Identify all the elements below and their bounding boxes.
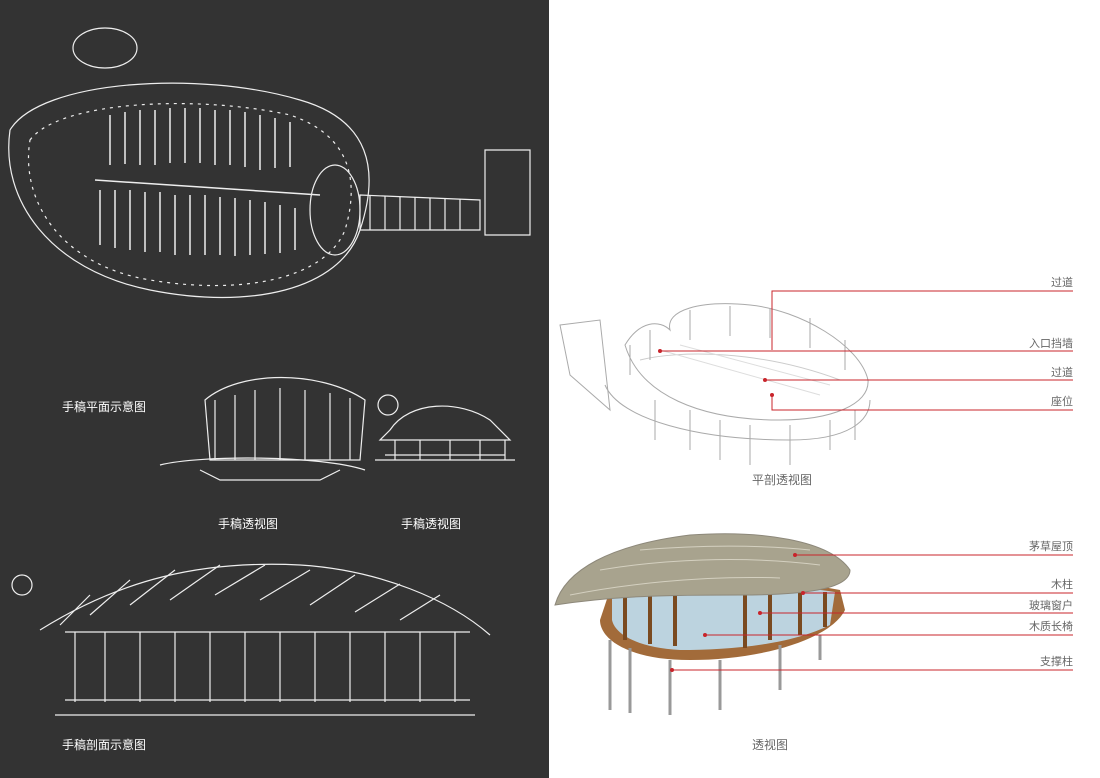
section-perspective-caption: 平剖透视图	[752, 473, 813, 487]
label-glass-window: 玻璃窗户	[1029, 599, 1073, 612]
perspective-sketch-1-caption: 手稿透视图	[218, 517, 279, 531]
plan-sketch-caption: 手稿平面示意图	[62, 400, 147, 414]
leader-lines	[660, 290, 1073, 671]
label-aisle-2: 过道	[1051, 366, 1073, 379]
label-wood-bench: 木质长椅	[1029, 620, 1073, 633]
label-seating: 座位	[1051, 395, 1073, 408]
label-thatched-roof: 茅草屋顶	[1029, 540, 1073, 553]
label-support-column: 支撑柱	[1040, 655, 1073, 668]
perspective-sketch-2-caption: 手稿透视图	[401, 517, 462, 531]
plan-sketch	[8, 27, 531, 299]
section-sketch-caption: 手稿剖面示意图	[62, 738, 147, 752]
perspective-sketch-2	[375, 394, 515, 461]
label-entrance-wall: 入口挡墙	[1029, 337, 1073, 350]
section-sketch	[11, 563, 491, 716]
sketch-panel: 手稿平面示意图 手稿透视图 手稿透视图 手稿剖面示意图	[0, 0, 549, 778]
label-wood-column: 木柱	[1051, 578, 1073, 591]
perspective-model	[554, 533, 851, 715]
leader-dots	[658, 349, 805, 672]
section-perspective-model	[559, 303, 871, 465]
hand-sketches	[8, 27, 531, 716]
perspective-caption: 透视图	[752, 738, 789, 752]
perspective-sketch-1	[159, 376, 366, 481]
label-aisle-1: 过道	[1051, 276, 1073, 289]
